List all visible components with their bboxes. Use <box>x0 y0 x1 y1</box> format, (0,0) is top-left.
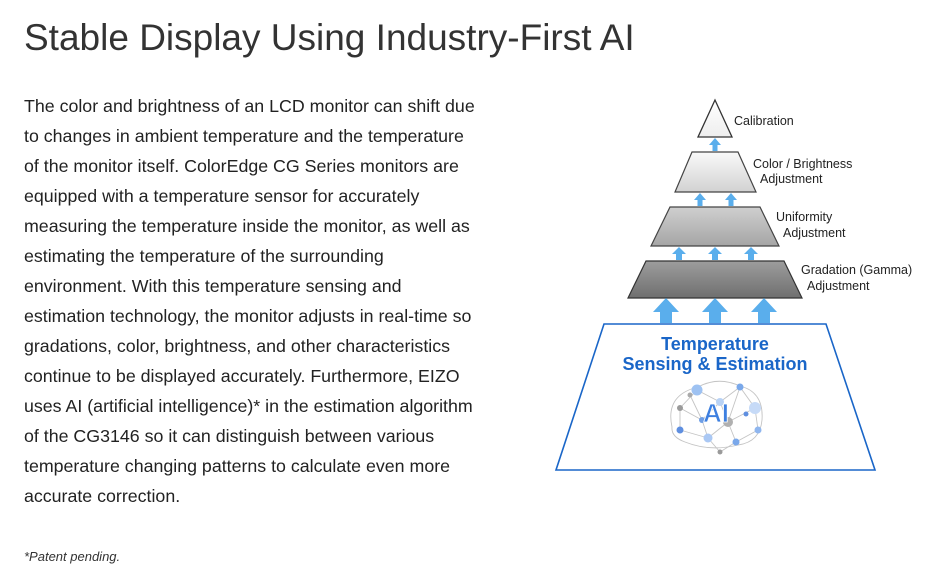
description-line: equipped with a temperature sensor for a… <box>24 186 420 206</box>
level-color-brightness-label: Color / Brightness <box>753 157 852 171</box>
up-arrow <box>709 138 721 151</box>
description-paragraph: The color and brightness of an LCD monit… <box>24 91 534 511</box>
level-uniformity-sublabel: Adjustment <box>783 226 846 240</box>
description-line: gradations, color, brightness, and other… <box>24 336 450 356</box>
level-color-brightness-sublabel: Adjustment <box>760 172 823 186</box>
page-title: Stable Display Using Industry-First AI <box>24 17 635 58</box>
description-line: temperature changing patterns to calcula… <box>24 456 451 476</box>
base-temperature-sensing <box>554 323 877 471</box>
description-line: of the CG3146 so it can distinguish betw… <box>24 426 435 446</box>
pyramid-diagram: Calibration Color / Brightness Adjustmen… <box>554 98 912 471</box>
description-line: uses AI (artificial intelligence)* in th… <box>24 396 473 416</box>
up-arrow <box>694 193 737 206</box>
level-uniformity <box>650 206 780 247</box>
level-gradation <box>627 260 803 299</box>
base-title-line2: Sensing & Estimation <box>622 354 807 374</box>
description-line: of the monitor itself. ColorEdge CG Seri… <box>24 156 459 176</box>
description-line: environment. With this temperature sensi… <box>24 276 402 296</box>
description-line: accurate correction. <box>24 486 181 506</box>
up-arrow <box>653 298 777 323</box>
base-title-line1: Temperature <box>661 334 769 354</box>
description-line: The color and brightness of an LCD monit… <box>24 96 475 116</box>
level-gradation-label: Gradation (Gamma) <box>801 263 912 277</box>
footnote: *Patent pending. <box>24 549 121 564</box>
description-line: to changes in ambient temperature and th… <box>24 126 464 146</box>
level-uniformity-label: Uniformity <box>776 210 833 224</box>
level-color-brightness <box>674 151 757 193</box>
description-line: continue to be displayed accurately. Fur… <box>24 366 460 386</box>
ai-brain-network-icon: AI <box>670 380 763 455</box>
description-line: measuring the temperature inside the mon… <box>24 216 470 236</box>
ai-label: AI <box>703 398 729 428</box>
up-arrow <box>672 247 758 260</box>
level-calibration <box>696 98 734 138</box>
description-line: estimation technology, the monitor adjus… <box>24 306 472 326</box>
level-calibration-label: Calibration <box>734 114 794 128</box>
description-line: estimating the temperature of the surrou… <box>24 246 384 266</box>
level-gradation-sublabel: Adjustment <box>807 279 870 293</box>
